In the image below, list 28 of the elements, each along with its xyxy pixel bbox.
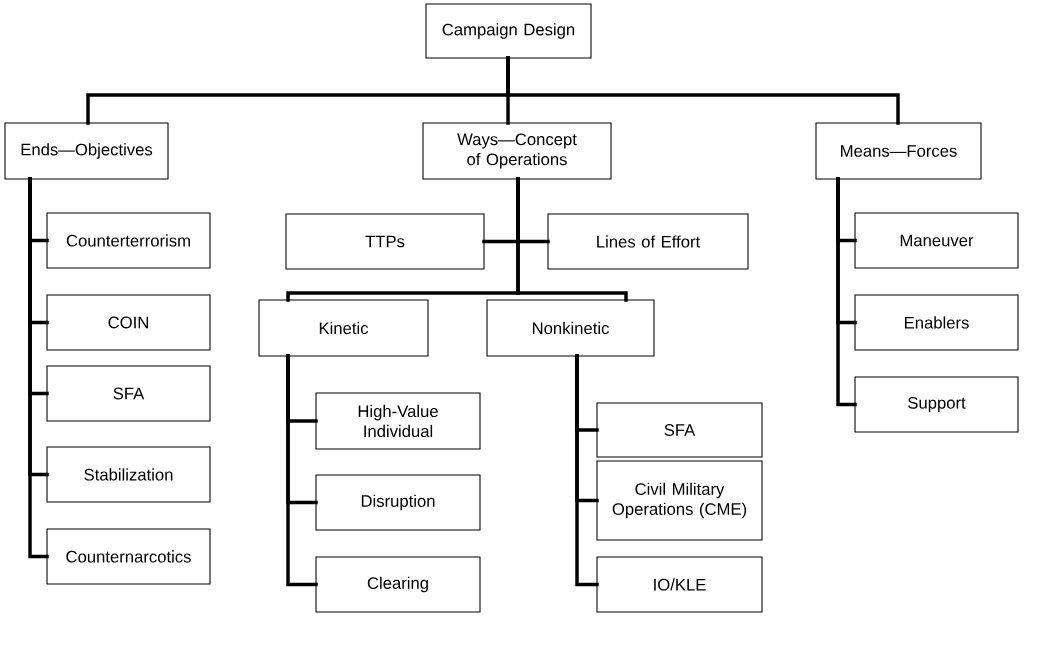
org-box: Support [854,376,1019,433]
org-box: Ways—Concept of Operations [422,122,612,180]
org-box: Counternarcotics [46,528,211,585]
org-box: High-Value Individual [315,392,481,450]
org-box: Nonkinetic [486,299,655,357]
org-box: Enablers [854,294,1019,351]
org-box: TTPs [285,213,485,270]
org-box: Stabilization [46,446,211,503]
connector-line [575,354,599,587]
org-box: Counterterrorism [46,212,211,269]
org-box: Disruption [315,474,481,531]
org-box: Civil Military Operations (CME) [596,460,763,541]
org-box: SFA [596,402,763,458]
org-box: Maneuver [854,212,1019,269]
connector-line [516,177,628,302]
org-box: Clearing [315,556,481,613]
org-box: COIN [46,294,211,351]
org-box: Campaign Design [425,3,592,59]
connector-line [506,56,900,125]
connector-line [836,177,857,407]
org-box: Ends—Objectives [4,122,169,180]
connector-line [28,177,49,559]
connector-line [286,354,318,587]
org-box: SFA [46,365,211,422]
org-box: Lines of Effort [547,213,749,270]
org-box: IO/KLE [596,556,763,613]
org-box: Kinetic [258,299,429,357]
org-box: Means—Forces [815,122,982,180]
